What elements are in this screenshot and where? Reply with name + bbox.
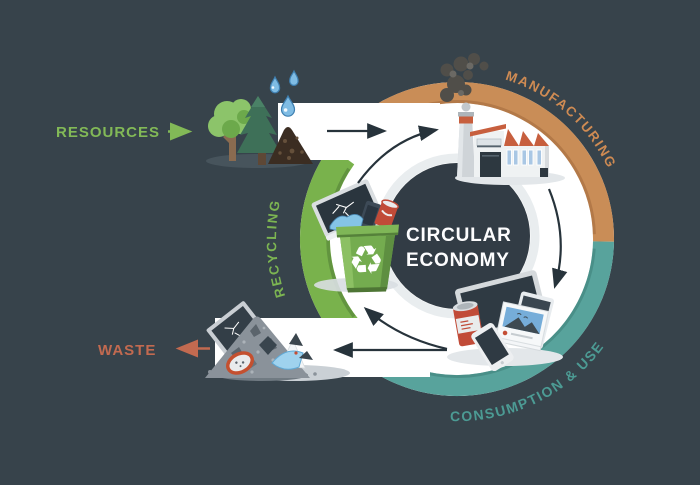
- flow-arrow-recycle-to-manufacture: [357, 125, 439, 184]
- smoke-icon: [440, 53, 489, 102]
- flow-arrows: [327, 123, 568, 358]
- center-title-line2: ECONOMY: [406, 250, 510, 271]
- recycling-arc: [299, 146, 360, 340]
- waste-pile-icon: [205, 301, 350, 381]
- manufacturing-arc: [364, 82, 615, 242]
- waste-label: WASTE: [98, 342, 156, 359]
- stage-arcs: [299, 82, 615, 397]
- center-circle: [384, 163, 530, 309]
- center-title-line1: CIRCULAR: [406, 225, 512, 246]
- consumer-devices-icon: [447, 270, 563, 372]
- recycling-arc-shadow: [326, 167, 356, 318]
- factory-icon: [455, 102, 565, 185]
- trees-and-soil-icon: [206, 96, 313, 168]
- water-drops-icon: [269, 69, 299, 117]
- resources-label: RESOURCES: [56, 124, 160, 141]
- recycle-symbol-icon: ♻: [347, 237, 386, 285]
- flow-arrow-use-to-recycle: [363, 307, 448, 351]
- recycling-bin-icon: ♻: [336, 224, 399, 293]
- flow-arrow-manufacture-to-use: [547, 188, 568, 289]
